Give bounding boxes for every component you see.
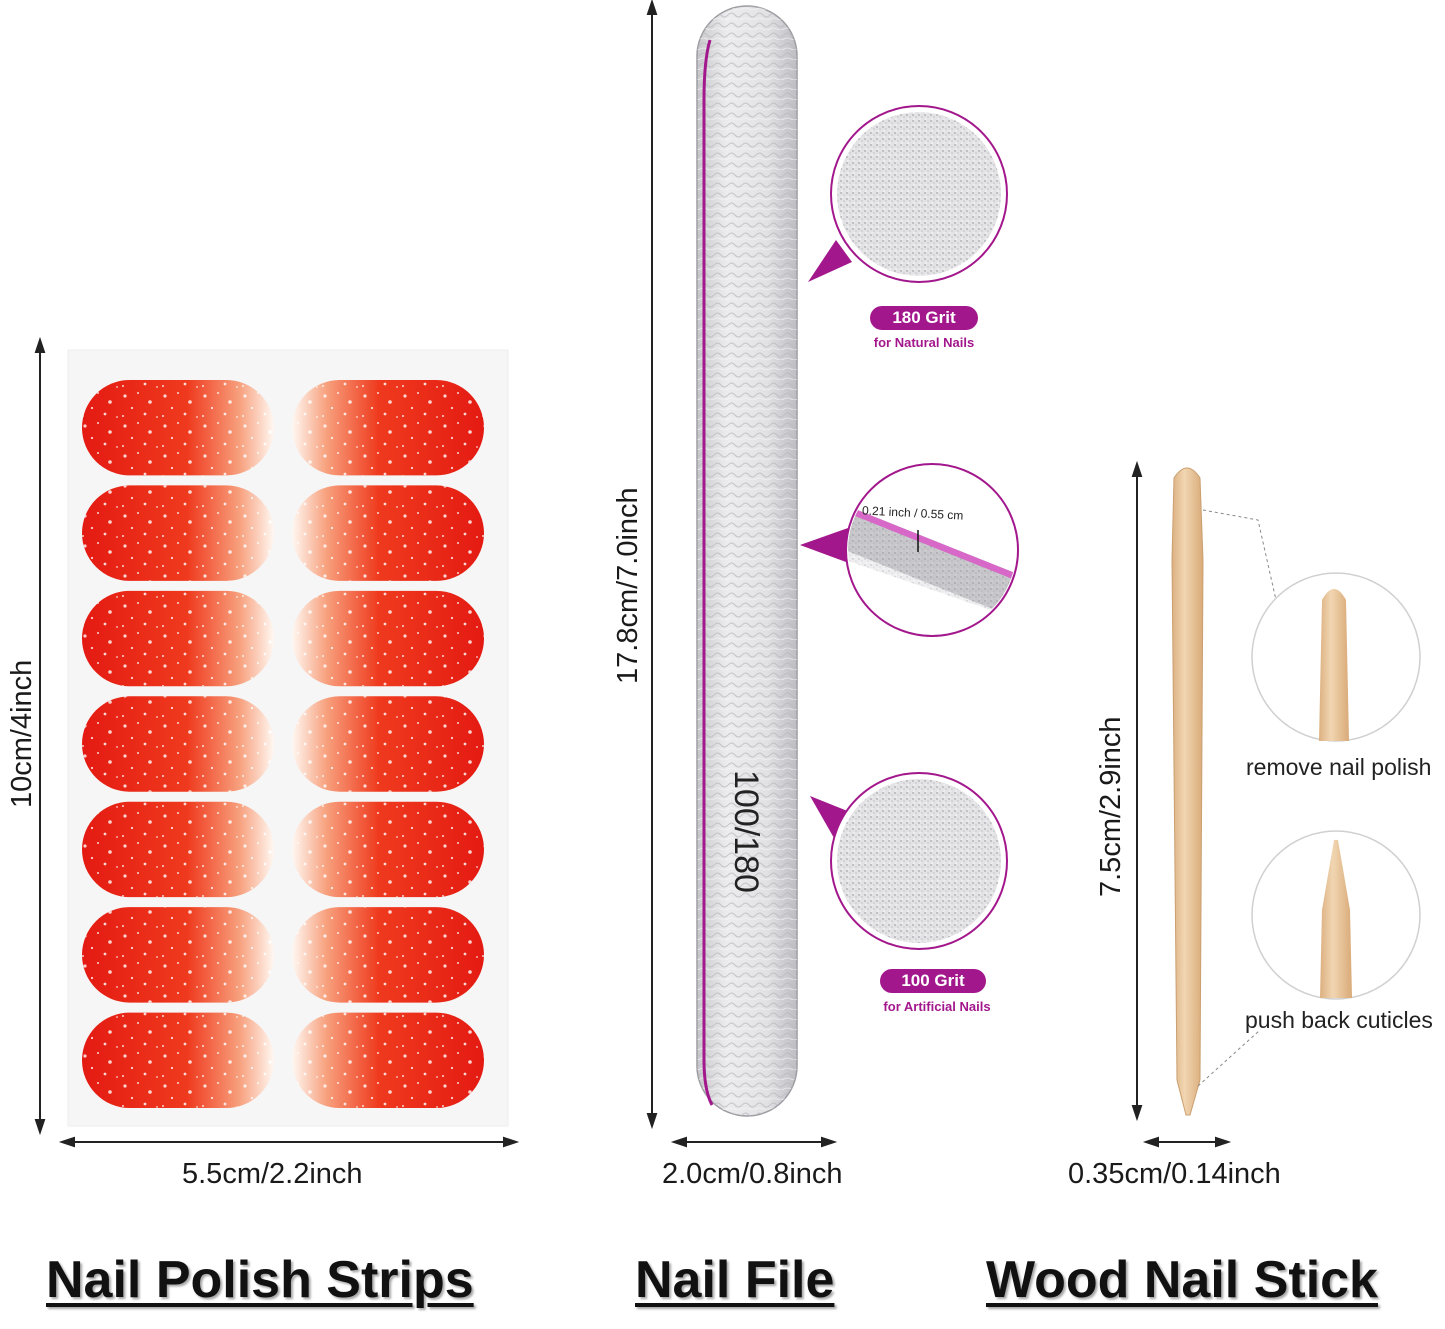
file-length-label: 17.8cm/7.0inch: [612, 487, 644, 684]
strips-height-arrow: [34, 336, 46, 1136]
stick-length-label: 7.5cm/2.9inch: [1095, 716, 1127, 897]
grit-100-badge: 100 Grit: [880, 969, 986, 993]
rounded-end-zoom: [1251, 572, 1421, 742]
pointed-end-zoom: [1251, 830, 1421, 1000]
use-push-cuticles: push back cuticles: [1245, 1007, 1433, 1033]
use-remove-polish: remove nail polish: [1246, 754, 1432, 780]
strips-width-label: 5.5cm/2.2inch: [182, 1158, 363, 1190]
grit-100-sub: for Artificial Nails: [883, 999, 991, 1014]
title-nail-polish-strips: Nail Polish Strips: [46, 1251, 474, 1309]
nail-strip-glitter: [292, 907, 484, 1003]
file-width-arrow: [670, 1136, 838, 1148]
grit-180-zoom: [808, 105, 1008, 283]
nail-strip-glitter: [82, 801, 274, 898]
file-printed-grit: 100/180: [727, 770, 765, 893]
nail-strip-glitter: [82, 1012, 274, 1108]
stick-length-arrow: [1131, 460, 1143, 1122]
nail-strip-glitter: [292, 380, 484, 476]
wood-nail-stick: [1171, 467, 1204, 1116]
strips-width-arrow: [58, 1136, 520, 1148]
nail-strip-glitter: [292, 801, 484, 898]
nail-strip-glitter: [82, 485, 274, 581]
stick-width-label: 0.35cm/0.14inch: [1068, 1158, 1281, 1190]
nail-strip-glitter: [292, 696, 484, 792]
nail-strip-glitter: [82, 907, 274, 1003]
title-wood-nail-stick: Wood Nail Stick: [986, 1251, 1378, 1309]
nail-strip-glitter: [292, 590, 484, 687]
nail-file: [696, 5, 798, 1117]
stick-leader-lines: [1197, 509, 1277, 1087]
nail-strip-glitter: [82, 590, 274, 687]
grit-100-zoom: [810, 772, 1008, 950]
nail-strip-grid: [82, 380, 484, 1108]
thickness-zoom: [800, 463, 1019, 637]
strips-height-label: 10cm/4inch: [6, 659, 38, 808]
nail-strip-glitter: [292, 1012, 484, 1108]
nail-strip-glitter: [82, 380, 274, 476]
stick-width-arrow: [1142, 1136, 1232, 1148]
file-length-arrow: [646, 0, 658, 1130]
grit-180-sub: for Natural Nails: [873, 335, 975, 350]
grit-180-badge: 180 Grit: [870, 306, 978, 330]
file-width-label: 2.0cm/0.8inch: [662, 1158, 843, 1190]
nail-strip-glitter: [292, 485, 484, 581]
title-nail-file: Nail File: [635, 1251, 835, 1309]
nail-strip-glitter: [82, 696, 274, 792]
